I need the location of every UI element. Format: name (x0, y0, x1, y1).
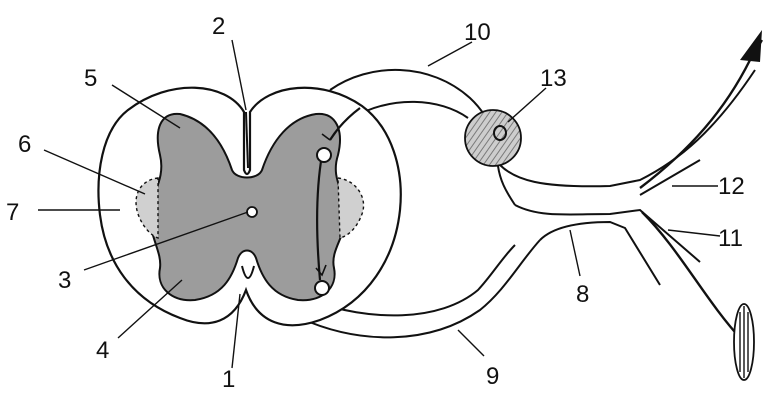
label-6: 6 (18, 131, 31, 158)
label-12: 12 (718, 173, 745, 200)
motor-neuron-body (315, 281, 329, 295)
label-11: 11 (718, 225, 743, 252)
sensory-neuron-terminal (317, 148, 331, 162)
posterior-median-sulcus (246, 112, 248, 168)
label-8: 8 (576, 281, 589, 308)
spinal-cord (98, 88, 400, 326)
afferent-fiber (640, 30, 762, 188)
sensory-ending (740, 30, 762, 62)
label-13: 13 (540, 65, 567, 92)
label-4: 4 (96, 337, 109, 364)
spinal-nerve-trunk (498, 70, 755, 262)
white-ramus (540, 222, 660, 285)
label-2: 2 (212, 13, 225, 40)
label-7: 7 (6, 199, 19, 226)
label-5: 5 (84, 65, 97, 92)
label-1: 1 (222, 366, 235, 389)
central-canal (247, 207, 257, 217)
label-10: 10 (464, 19, 491, 46)
label-3: 3 (58, 267, 71, 294)
label-9: 9 (486, 363, 499, 389)
